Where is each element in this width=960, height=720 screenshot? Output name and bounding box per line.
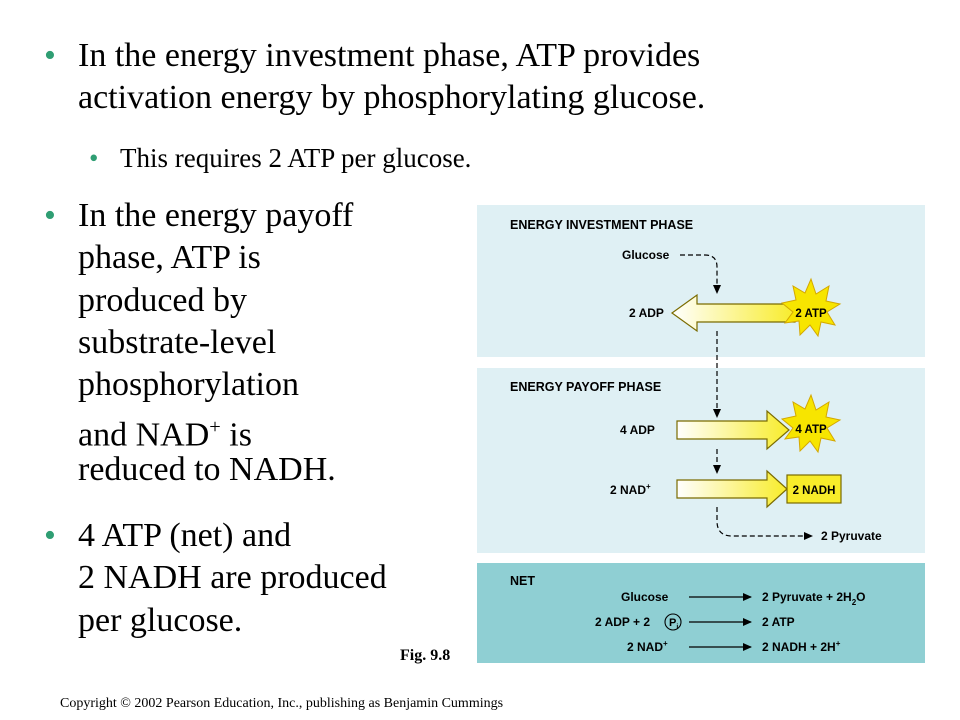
net-row-2-right: 2 ATP [762,615,795,629]
bullet-3-line-1: 4 ATP (net) and [78,517,292,554]
investment-panel [477,205,925,357]
glucose-label: Glucose [622,248,670,262]
bullet-dot: • [44,197,56,234]
bullet-1-line-2: activation energy by phosphorylating glu… [78,79,706,116]
investment-adp-label: 2 ADP [629,306,664,320]
bullet-dot: • [44,517,56,554]
glucose-arrow [680,254,721,294]
figure-label: Fig. 9.8 [400,647,451,664]
pyruvate-arrow [716,507,813,540]
payoff-adp-label: 4 ADP [620,423,655,437]
atp-star-icon [780,277,842,338]
payoff-pyruvate-label: 2 Pyruvate [821,529,882,543]
sub-bullet-1: This requires 2 ATP per glucose. [120,143,472,173]
net-row-1-left: Glucose [621,590,669,604]
glycolysis-figure: ENERGY INVESTMENT PHASE Glucose 2 ADP 2 … [477,205,925,663]
bullet-2-line-2: phase, ATP is [78,239,261,276]
payoff-nad-label: 2 NAD+ [610,482,651,497]
net-row-1-right: 2 Pyruvate + 2H2O [762,590,866,607]
bullet-2-line-5: phosphorylation [78,366,299,403]
bullet-2-line-6: and NAD+ is [78,416,252,454]
phosphate-icon [664,613,682,631]
bullet-dot: • [44,37,56,74]
bullet-2-line-7: reduced to NADH. [78,451,336,488]
bullet-3-line-2: 2 NADH are produced [78,559,387,596]
sub-bullet-dot: • [89,143,99,173]
investment-title: ENERGY INVESTMENT PHASE [510,218,693,232]
investment-atp-label: 2 ATP [795,308,827,320]
bullet-2-line-1: In the energy payoff [78,197,354,234]
payoff-title: ENERGY PAYOFF PHASE [510,380,661,394]
adp-to-atp-arrow [676,409,790,451]
payoff-nadh-label: 2 NADH [793,485,836,497]
net-panel [477,563,925,663]
bullet-2-line-4: substrate-level [78,324,277,361]
copyright: Copyright © 2002 Pearson Education, Inc.… [60,696,504,711]
phosphate-label: Pi [669,617,678,631]
net-row-3-left: 2 NAD+ [627,639,668,654]
bullet-1-line-1: In the energy investment phase, ATP prov… [78,37,701,74]
net-row-3-right: 2 NADH + 2H+ [762,639,841,654]
bullet-3-line-3: per glucose. [78,602,243,639]
bullet-2-line-3: produced by [78,282,248,319]
net-row-2-left: 2 ADP + 2 [595,615,650,629]
net-title: NET [510,574,535,588]
nadh-box [786,474,842,504]
payoff-atp-label: 4 ATP [795,424,827,436]
nad-to-nadh-arrow [676,469,788,509]
payoff-panel [477,368,925,553]
atp-star-icon [780,393,842,454]
